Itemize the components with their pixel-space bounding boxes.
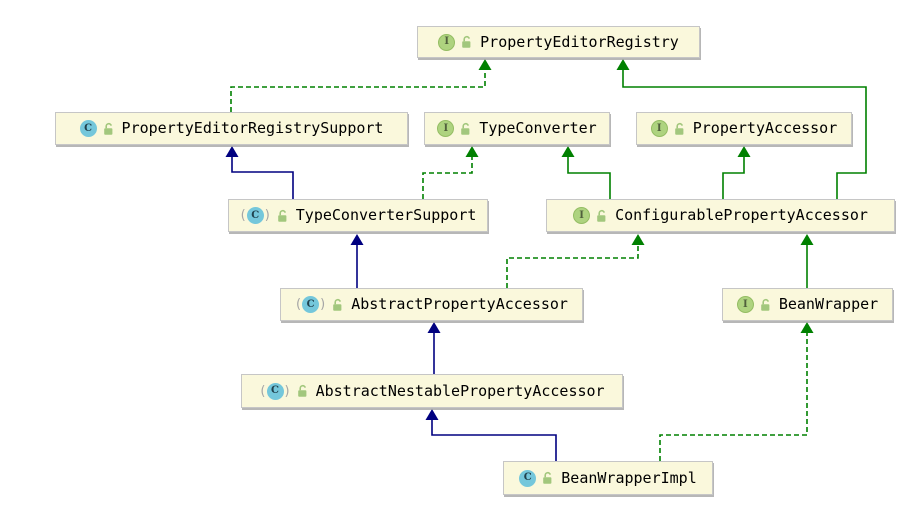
edge-BeanWrapperImpl-to-BeanWrapper bbox=[659, 332, 808, 461]
arrowhead-icon bbox=[427, 322, 441, 333]
node-label: PropertyAccessor bbox=[692, 119, 838, 137]
interface-icon: I bbox=[573, 207, 591, 224]
edge-ConfigurablePropertyAccessor-to-PropertyEditorRegistry bbox=[622, 69, 867, 199]
arrowhead-icon bbox=[350, 234, 364, 245]
class-icon: C bbox=[79, 120, 97, 137]
node-AbstractNestablePropertyAccessor[interactable]: (C) AbstractNestablePropertyAccessor bbox=[241, 374, 623, 408]
edge-ConfigurablePropertyAccessor-to-PropertyAccessor bbox=[722, 156, 745, 199]
arrowhead-icon bbox=[225, 146, 239, 157]
interface-icon: I bbox=[736, 296, 754, 313]
interface-icon: I bbox=[437, 120, 455, 137]
edge-ConfigurablePropertyAccessor-to-TypeConverter bbox=[567, 156, 611, 199]
arrowhead-icon bbox=[478, 59, 492, 70]
open-lock-icon bbox=[673, 122, 686, 136]
node-label: TypeConverter bbox=[479, 119, 597, 137]
node-label: ConfigurablePropertyAccessor bbox=[615, 206, 868, 224]
node-AbstractPropertyAccessor[interactable]: (C) AbstractPropertyAccessor bbox=[280, 288, 583, 321]
open-lock-icon bbox=[296, 384, 309, 398]
edge-PropertyEditorRegistrySupport-to-PropertyEditorRegistry bbox=[230, 69, 486, 112]
abstract-class-icon: (C) bbox=[240, 207, 270, 224]
arrowhead-icon bbox=[737, 146, 751, 157]
open-lock-icon bbox=[460, 35, 473, 49]
node-TypeConverter[interactable]: I TypeConverter bbox=[424, 112, 610, 145]
node-label: AbstractPropertyAccessor bbox=[351, 295, 568, 313]
node-TypeConverterSupport[interactable]: (C) TypeConverterSupport bbox=[228, 199, 488, 232]
open-lock-icon bbox=[759, 298, 772, 312]
abstract-class-icon: (C) bbox=[296, 296, 326, 313]
arrowhead-icon bbox=[561, 146, 575, 157]
edge-TypeConverterSupport-to-PropertyEditorRegistrySupport bbox=[231, 156, 294, 199]
arrowhead-icon bbox=[425, 409, 439, 420]
node-PropertyEditorRegistry[interactable]: I PropertyEditorRegistry bbox=[417, 26, 700, 58]
abstract-class-icon: (C) bbox=[260, 382, 290, 400]
node-label: BeanWrapperImpl bbox=[561, 468, 697, 487]
edge-AbstractPropertyAccessor-to-ConfigurablePropertyAccessor bbox=[506, 244, 639, 288]
edge-BeanWrapperImpl-to-AbstractNestablePropertyAccessor bbox=[431, 419, 557, 461]
node-label: PropertyEditorRegistry bbox=[480, 32, 679, 51]
arrowhead-icon bbox=[616, 59, 630, 70]
class-icon: C bbox=[519, 469, 537, 487]
open-lock-icon bbox=[541, 471, 554, 485]
node-label: AbstractNestablePropertyAccessor bbox=[315, 381, 605, 400]
arrowhead-icon bbox=[465, 146, 479, 157]
arrowhead-icon bbox=[800, 234, 814, 245]
arrowhead-icon bbox=[800, 322, 814, 333]
node-BeanWrapperImpl[interactable]: C BeanWrapperImpl bbox=[503, 461, 713, 495]
interface-icon: I bbox=[650, 120, 668, 137]
open-lock-icon bbox=[276, 209, 289, 223]
open-lock-icon bbox=[595, 209, 608, 223]
node-label: PropertyEditorRegistrySupport bbox=[121, 119, 384, 137]
edge-TypeConverterSupport-to-TypeConverter bbox=[422, 156, 473, 199]
node-BeanWrapper[interactable]: I BeanWrapper bbox=[722, 288, 893, 321]
node-ConfigurablePropertyAccessor[interactable]: I ConfigurablePropertyAccessor bbox=[546, 199, 895, 232]
node-PropertyEditorRegistrySupport[interactable]: C PropertyEditorRegistrySupport bbox=[55, 112, 408, 145]
node-label: TypeConverterSupport bbox=[295, 206, 477, 224]
open-lock-icon bbox=[459, 122, 472, 136]
node-label: BeanWrapper bbox=[778, 295, 879, 313]
node-PropertyAccessor[interactable]: I PropertyAccessor bbox=[636, 112, 852, 145]
arrowhead-icon bbox=[631, 234, 645, 245]
open-lock-icon bbox=[102, 122, 115, 136]
open-lock-icon bbox=[331, 298, 344, 312]
interface-icon: I bbox=[438, 33, 456, 51]
